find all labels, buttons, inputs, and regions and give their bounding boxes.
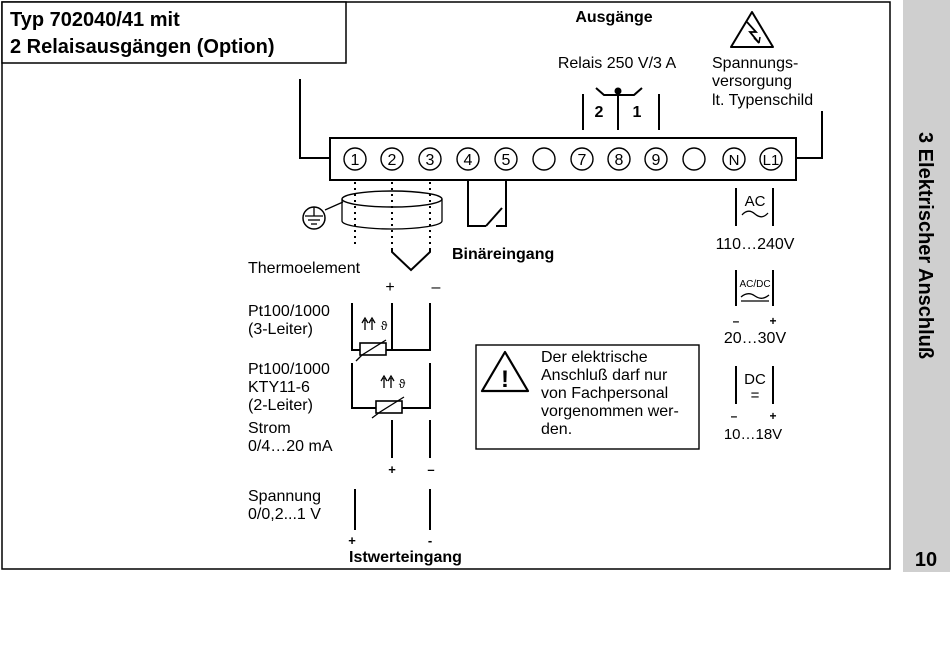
warning-icon: ! — [480, 350, 530, 393]
strip-left-line — [299, 79, 330, 159]
svg-text:!: ! — [501, 366, 509, 393]
current-label-line-2: 0/4…20 mA — [248, 438, 333, 455]
svg-text:4: 4 — [464, 152, 473, 169]
binary-input-label: Binäreingang — [452, 246, 554, 263]
terminal-9: 9 — [644, 147, 668, 171]
thermo-plus: + — [385, 279, 394, 296]
voltage-label-line-2: 0/0,2...1 V — [248, 506, 321, 523]
outputs-heading: Ausgänge — [575, 9, 652, 26]
warning-line-5: den. — [541, 421, 572, 438]
voltage-minus: - — [428, 533, 432, 548]
pt2-label-line-3: (2-Leiter) — [248, 397, 313, 414]
warning-line-1: Der elektrische — [541, 349, 648, 366]
warning-line-2: Anschluß darf nur — [541, 367, 668, 384]
svg-text:7: 7 — [578, 152, 587, 169]
warning-line-3: von Fachpersonal — [541, 385, 668, 402]
acdc-wave-icon — [740, 293, 770, 299]
pt3-sensor — [351, 303, 431, 362]
chapter-sidebar — [903, 0, 950, 572]
ground-icon — [302, 201, 344, 230]
strip-right-line — [796, 111, 823, 159]
page-number: 10 — [915, 549, 937, 571]
pt3-label-line-2: (3-Leiter) — [248, 321, 313, 338]
svg-text:ϑ: ϑ — [399, 377, 406, 391]
svg-text:5: 5 — [502, 152, 511, 169]
power-dc-symbol: = — [751, 387, 760, 404]
power-dc-plus: + — [769, 409, 776, 423]
svg-text:9: 9 — [652, 152, 661, 169]
relay-contact-2: 2 — [595, 104, 604, 121]
pt2-label-line-1: Pt100/1000 — [248, 361, 330, 378]
terminal-7: 7 — [570, 147, 594, 171]
title-line-2: 2 Relaisausgängen (Option) — [10, 36, 274, 58]
terminal-2: 2 — [380, 147, 404, 171]
svg-text:8: 8 — [615, 152, 624, 169]
diagram-frame — [1, 1, 891, 570]
voltage-label-line-1: Spannung — [248, 488, 321, 505]
terminal-l1: L1 — [759, 147, 783, 171]
terminal-empty-1 — [532, 147, 556, 171]
title-line-1: Typ 702040/41 mit — [10, 9, 180, 31]
relay-label: Relais 250 V/3 A — [558, 55, 677, 72]
power-acdc-type: AC/DC — [739, 279, 770, 290]
input-label: Istwerteingang — [349, 549, 462, 566]
power-dc-type: DC — [744, 371, 766, 388]
shield-cable-icon — [341, 190, 443, 230]
power-label-line-2: versorgung — [712, 73, 792, 90]
power-acdc: AC/DC — [735, 270, 774, 306]
svg-text:2: 2 — [388, 152, 397, 169]
power-acdc-range: 20…30V — [724, 330, 787, 347]
binary-input-switch — [467, 180, 507, 227]
terminal-n: N — [722, 147, 746, 171]
thermo-label: Thermoelement — [248, 260, 361, 277]
pt2-sensor — [351, 363, 431, 419]
current-label-line-1: Strom — [248, 420, 291, 437]
relay-contacts — [582, 87, 660, 130]
warning-line-4: vorgenommen wer- — [541, 403, 679, 420]
title-box — [1, 1, 347, 64]
power-ac: AC — [735, 188, 774, 226]
thermocouple-icon — [391, 248, 431, 272]
terminal-3: 3 — [418, 147, 442, 171]
pt3-temperature-icon: ϑ — [361, 316, 388, 333]
svg-text:1: 1 — [351, 152, 360, 169]
warning-box — [475, 344, 700, 450]
power-acdc-minus: – — [733, 314, 740, 328]
pt3-label-line-1: Pt100/1000 — [248, 303, 330, 320]
power-label-line-1: Spannungs- — [712, 55, 798, 72]
terminal-5: 5 — [494, 147, 518, 171]
ac-wave-icon — [741, 210, 769, 218]
power-ac-range: 110…240V — [716, 236, 795, 253]
terminal-8: 8 — [607, 147, 631, 171]
svg-text:3: 3 — [426, 152, 435, 169]
svg-text:ϑ: ϑ — [381, 319, 388, 333]
power-dc: DC = — [735, 366, 774, 404]
power-dc-minus: – — [731, 409, 738, 423]
voltage-plus: + — [348, 533, 356, 548]
power-acdc-plus: + — [769, 314, 776, 328]
power-ac-type: AC — [745, 193, 766, 210]
thermo-minus: – — [432, 279, 441, 296]
power-label-line-3: lt. Typenschild — [712, 92, 813, 109]
svg-text:L1: L1 — [763, 152, 780, 169]
terminal-empty-2 — [682, 147, 706, 171]
high-voltage-warning-icon — [730, 11, 774, 48]
pt2-label-line-2: KTY11-6 — [248, 379, 310, 396]
terminal-1: 1 — [343, 147, 367, 171]
power-dc-range: 10…18V — [724, 426, 782, 443]
chapter-title: 3 Elektrischer Anschluß — [914, 132, 936, 359]
relay-contact-1: 1 — [633, 104, 642, 121]
terminal-strip — [329, 137, 797, 181]
terminal-4: 4 — [456, 147, 480, 171]
svg-text:N: N — [729, 152, 740, 169]
current-minus: – — [427, 462, 434, 477]
pt2-temperature-icon: ϑ — [380, 374, 406, 391]
current-plus: + — [388, 462, 396, 477]
